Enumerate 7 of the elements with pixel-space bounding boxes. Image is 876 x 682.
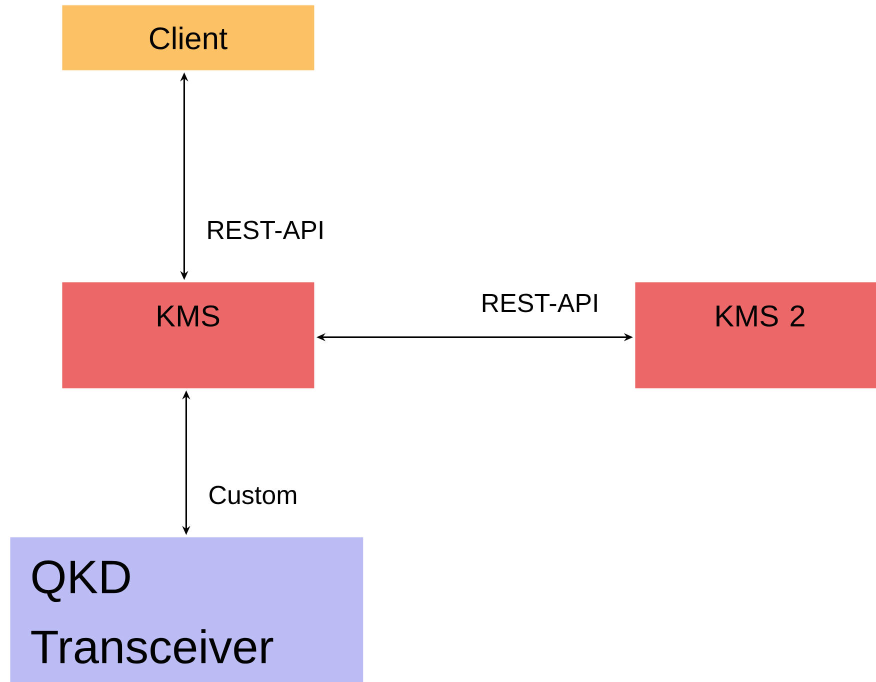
box: QKD Transceiver [10,537,364,682]
box: KMS 2 [635,282,876,388]
box: Client [62,5,314,70]
edge-label: REST-API [480,292,600,314]
box: KMS [62,282,314,388]
edge-label: REST-API [205,220,326,240]
edge-label: Custom [207,484,299,506]
